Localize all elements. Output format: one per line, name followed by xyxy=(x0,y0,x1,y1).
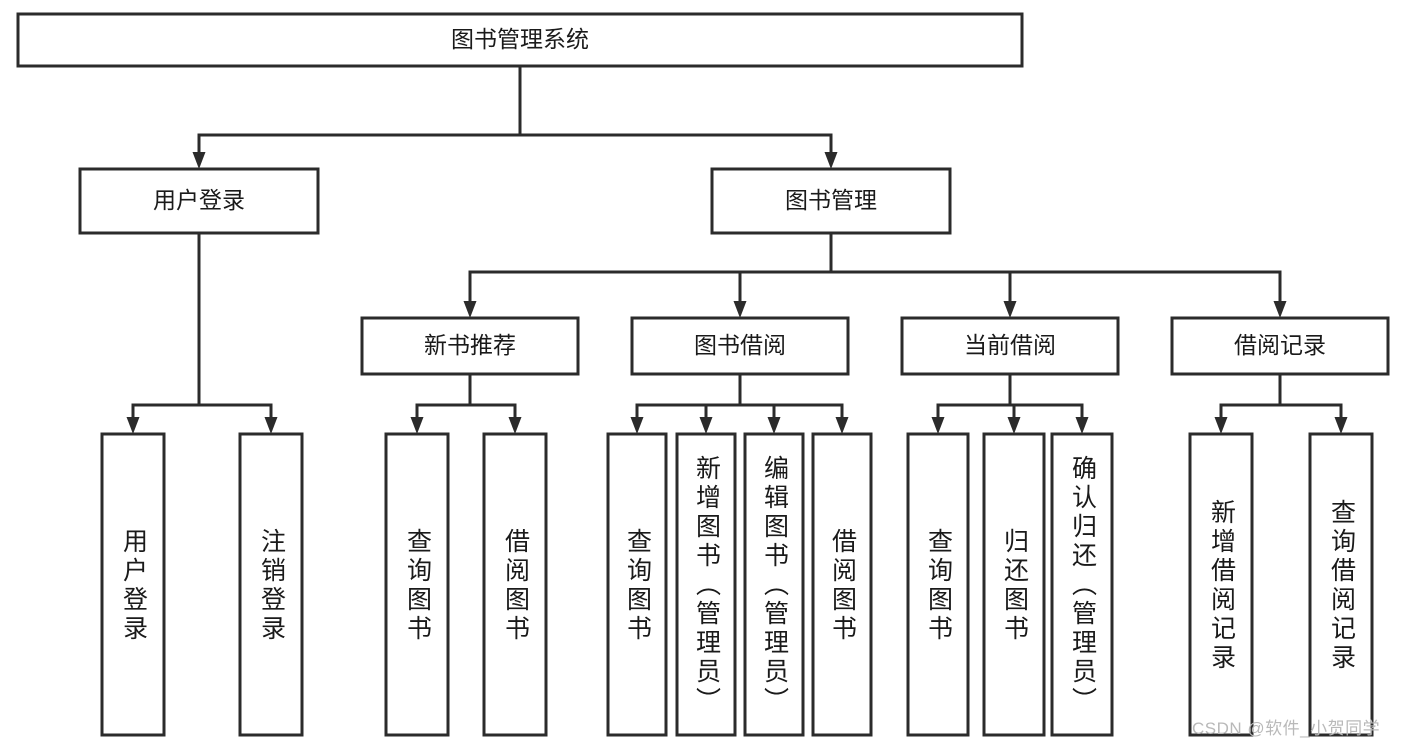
node-leaf-confirm-return-admin[interactable] xyxy=(1050,432,1114,737)
node-new-book-recommend[interactable]: 新书推荐 xyxy=(360,316,580,376)
node-box-leaf-borrow-book-rec[interactable] xyxy=(482,432,548,737)
node-box-leaf-query-book-borrow[interactable] xyxy=(606,432,668,737)
node-leaf-borrow-book[interactable] xyxy=(811,432,873,737)
node-label-root: 图书管理系统 xyxy=(451,26,589,52)
edge-arrowhead xyxy=(1214,417,1228,434)
edge-arrowhead xyxy=(1273,301,1287,318)
node-box-book-management[interactable] xyxy=(710,167,952,235)
node-leaf-edit-book-admin[interactable] xyxy=(743,432,805,737)
node-label-new-book-recommend: 新书推荐 xyxy=(424,332,516,358)
edge-arrowhead xyxy=(1007,417,1021,434)
node-leaf-borrow-book-rec[interactable] xyxy=(482,432,548,737)
node-label-current-borrow: 当前借阅 xyxy=(964,332,1056,358)
node-leaf-user-login[interactable] xyxy=(100,432,166,737)
edge-arrowhead xyxy=(1003,301,1017,318)
node-box-leaf-query-book-cur[interactable] xyxy=(906,432,970,737)
edge-arrowhead xyxy=(508,417,522,434)
edge-arrowhead xyxy=(767,417,781,434)
node-box-user-login[interactable] xyxy=(78,167,320,235)
node-box-leaf-logout[interactable] xyxy=(238,432,304,737)
node-leaf-add-borrow-record[interactable] xyxy=(1188,432,1254,737)
node-leaf-return-book[interactable] xyxy=(982,432,1046,737)
node-book-borrow[interactable]: 图书借阅 xyxy=(630,316,850,376)
node-box-leaf-confirm-return-admin[interactable] xyxy=(1050,432,1114,737)
node-box-root[interactable] xyxy=(16,12,1024,68)
node-leaf-add-book-admin[interactable] xyxy=(675,432,737,737)
edge-arrowhead xyxy=(733,301,747,318)
edge-arrowhead xyxy=(630,417,644,434)
node-current-borrow[interactable]: 当前借阅 xyxy=(900,316,1120,376)
node-leaf-query-borrow-record[interactable] xyxy=(1308,432,1374,737)
node-user-login[interactable]: 用户登录 xyxy=(78,167,320,235)
node-leaf-logout[interactable] xyxy=(238,432,304,737)
node-leaf-query-book-cur[interactable] xyxy=(906,432,970,737)
node-borrow-record[interactable]: 借阅记录 xyxy=(1170,316,1390,376)
edge-arrowhead xyxy=(192,152,206,169)
node-box-leaf-add-book-admin[interactable] xyxy=(675,432,737,737)
edge-arrowhead xyxy=(264,417,278,434)
edge-arrowhead xyxy=(824,152,838,169)
edge-arrowhead xyxy=(1075,417,1089,434)
node-box-borrow-record[interactable] xyxy=(1170,316,1390,376)
edge-arrowhead xyxy=(126,417,140,434)
node-label-user-login: 用户登录 xyxy=(153,187,245,213)
connectors-layer xyxy=(126,64,1348,434)
node-book-management[interactable]: 图书管理 xyxy=(710,167,952,235)
node-box-leaf-borrow-book[interactable] xyxy=(811,432,873,737)
node-leaf-query-book-borrow[interactable] xyxy=(606,432,668,737)
node-box-leaf-user-login[interactable] xyxy=(100,432,166,737)
node-label-book-borrow: 图书借阅 xyxy=(694,332,786,358)
node-box-new-book-recommend[interactable] xyxy=(360,316,580,376)
edge-arrowhead xyxy=(410,417,424,434)
edge-arrowhead xyxy=(463,301,477,318)
node-box-leaf-query-borrow-record[interactable] xyxy=(1308,432,1374,737)
edge-arrowhead xyxy=(931,417,945,434)
edge-arrowhead xyxy=(835,417,849,434)
node-box-current-borrow[interactable] xyxy=(900,316,1120,376)
node-label-book-management: 图书管理 xyxy=(785,187,877,213)
node-leaf-query-book-rec[interactable] xyxy=(384,432,450,737)
edge-arrowhead xyxy=(1334,417,1348,434)
node-box-book-borrow[interactable] xyxy=(630,316,850,376)
node-box-leaf-edit-book-admin[interactable] xyxy=(743,432,805,737)
node-root[interactable]: 图书管理系统 xyxy=(16,12,1024,68)
csdn-watermark: CSDN @软件_小贺同学 xyxy=(1192,719,1381,738)
edge-arrowhead xyxy=(699,417,713,434)
node-box-leaf-return-book[interactable] xyxy=(982,432,1046,737)
node-label-borrow-record: 借阅记录 xyxy=(1234,332,1326,358)
node-box-leaf-query-book-rec[interactable] xyxy=(384,432,450,737)
node-box-leaf-add-borrow-record[interactable] xyxy=(1188,432,1254,737)
